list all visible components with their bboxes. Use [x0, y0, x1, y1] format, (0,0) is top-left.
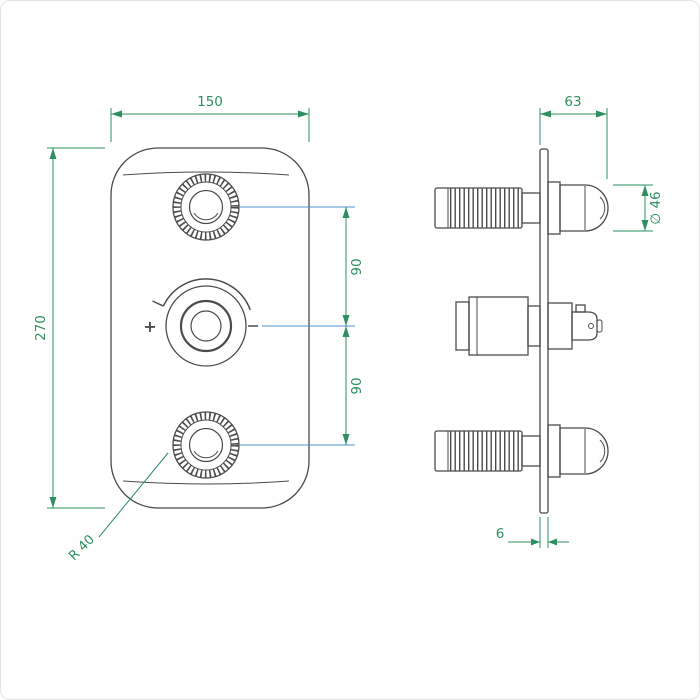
- top-knob-detail-arc: [193, 212, 219, 221]
- valve-top-port: [575, 304, 586, 313]
- top-knob: [172, 173, 240, 241]
- arrowhead: [342, 207, 350, 218]
- arrowhead: [641, 220, 649, 231]
- valve-screw: [588, 323, 594, 329]
- height-dimension: 270: [33, 147, 105, 509]
- leader-line: [98, 452, 169, 538]
- thickness-dimension-label: 6: [496, 526, 505, 542]
- thermostat-dial: +: [143, 278, 258, 367]
- depth-dimension-label: 63: [564, 94, 581, 110]
- bottom-handle-neck: [521, 435, 541, 467]
- top-cartridge-flange: [547, 181, 561, 235]
- height-dimension-label: 270: [33, 315, 49, 341]
- top-knob-inner-ring: [180, 181, 232, 233]
- arrowhead: [641, 185, 649, 196]
- arrowhead: [540, 110, 551, 118]
- valve-spindle: [596, 319, 603, 333]
- corner-radius-label: R 40: [66, 532, 98, 564]
- top-handle-neck: [521, 192, 541, 224]
- side-view: [434, 148, 609, 514]
- top-cartridge-body: [559, 184, 609, 232]
- bottom-knob-knurl: [173, 412, 239, 478]
- spacing-dimensions: 90 90: [342, 207, 365, 445]
- lower-spacing-label: 90: [349, 377, 365, 394]
- thickness-dimension: 6: [496, 517, 569, 548]
- mixer-valve-side: [455, 296, 603, 356]
- wall-plate-side: [539, 148, 549, 514]
- top-cartridge-dome-arc: [599, 196, 606, 220]
- arrowhead: [596, 110, 607, 118]
- arrowhead: [342, 315, 350, 326]
- dial-outer-circle: [165, 285, 247, 367]
- faceplate-top-curve: [122, 171, 290, 176]
- top-knob-knurl: [173, 174, 239, 240]
- bottom-cartridge-dome-arc: [599, 439, 606, 463]
- width-dimension-label: 150: [197, 94, 223, 110]
- valve-front-body: [468, 296, 529, 356]
- dial-grip-circle: [179, 299, 233, 353]
- bottom-cartridge-flange: [547, 424, 561, 478]
- width-dimension: 150: [110, 94, 310, 142]
- arrowhead: [49, 497, 57, 508]
- arrowhead: [548, 538, 557, 546]
- valve-neck: [527, 305, 541, 347]
- bottom-knob-inner-ring: [180, 419, 232, 471]
- top-knob-hub: [188, 189, 224, 225]
- valve-front-step: [455, 301, 470, 351]
- bottom-knob-detail-arc: [193, 450, 219, 459]
- faceplate-bottom-curve: [122, 480, 290, 485]
- upper-spacing-label: 90: [349, 258, 365, 275]
- faceplate-outline: [110, 147, 310, 509]
- dial-plus-mark: +: [143, 317, 156, 336]
- dimensions: 150 270 90 90 R 40: [33, 94, 664, 564]
- arrowhead: [342, 326, 350, 337]
- valve-rear-body: [547, 302, 573, 350]
- diameter-dimension: ∅ 46: [613, 184, 664, 232]
- top-handle-side: [434, 181, 609, 235]
- arrowhead: [111, 110, 122, 118]
- dial-scale-tick: [152, 300, 164, 307]
- arrowhead: [49, 148, 57, 159]
- diameter-dimension-label: ∅ 46: [648, 191, 664, 224]
- valve-rear-cap: [571, 311, 598, 341]
- arrowhead: [531, 538, 540, 546]
- depth-dimension: 63: [539, 94, 608, 179]
- dial-hub-circle: [190, 310, 222, 342]
- bottom-cartridge-body: [559, 427, 609, 475]
- centerlines: [240, 206, 355, 446]
- bottom-knob-hub: [188, 427, 224, 463]
- dial-scale-arc: [162, 278, 251, 311]
- bottom-handle-side: [434, 424, 609, 478]
- front-view: +: [110, 147, 310, 509]
- bottom-knob: [172, 411, 240, 479]
- arrowhead: [342, 434, 350, 445]
- arrowhead: [298, 110, 309, 118]
